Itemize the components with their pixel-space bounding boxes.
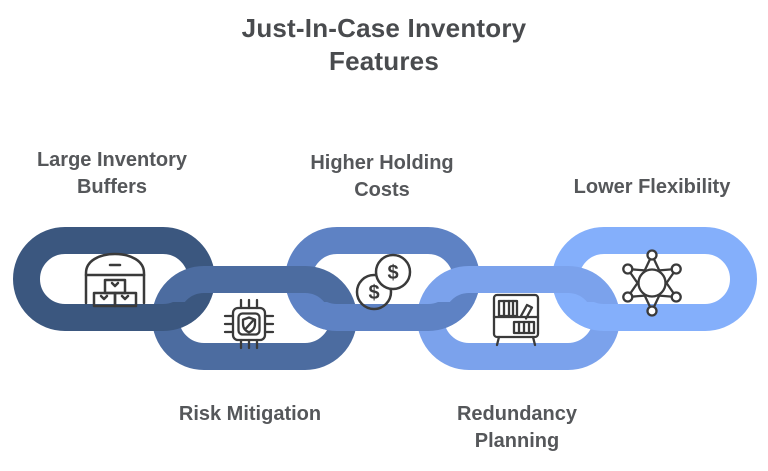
feature-label-large-inventory-buffers: Large Inventory Buffers	[36, 149, 188, 198]
svg-text:$: $	[387, 262, 398, 284]
feature-label-risk-mitigation: Risk Mitigation	[178, 403, 322, 425]
page-title: Just-In-Case Inventory Features	[241, 13, 527, 76]
bookshelf-icon	[492, 293, 540, 347]
feature-label-higher-holding-costs: Higher Holding Costs	[310, 152, 454, 201]
feature-label-redundancy-planning: Redundancy Planning	[456, 403, 578, 452]
warehouse-icon	[84, 252, 146, 308]
chip-shield-icon	[223, 298, 275, 350]
svg-text:$: $	[368, 282, 379, 304]
star-hub-icon	[622, 249, 682, 317]
dollar-coins-icon: $ $	[355, 253, 412, 311]
feature-label-lower-flexibility: Lower Flexibility	[573, 176, 731, 198]
